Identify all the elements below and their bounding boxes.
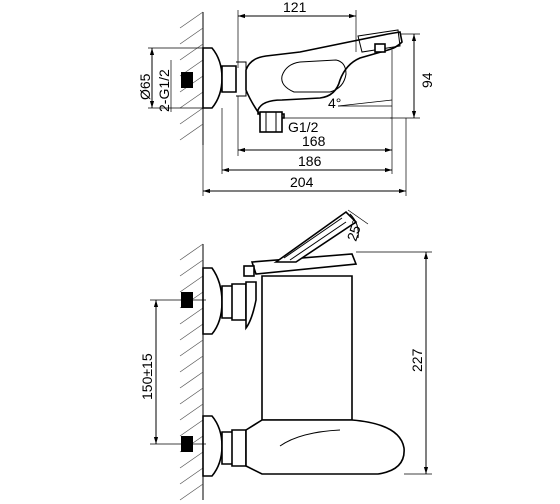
mixer-column (261, 275, 353, 421)
wall-flange-upper (202, 267, 223, 335)
top-view: 121 94 4° G1/2 Ø65 2-G1/2 168 186 (137, 0, 435, 196)
thread-outlet-label: G1/2 (288, 119, 319, 135)
dim-94: 94 (419, 72, 435, 88)
wall-flange-top (202, 47, 223, 109)
angle-25: 25° (344, 218, 366, 243)
wall-flange-lower (202, 415, 223, 477)
dim-204: 204 (290, 174, 314, 190)
outlet-nut-top (259, 111, 283, 133)
side-view: 25° 227 150±15 (139, 209, 432, 501)
faucet-body-top (245, 31, 403, 119)
dim-121: 121 (283, 0, 307, 15)
angle-4: 4° (328, 95, 341, 111)
dim-227: 227 (409, 348, 425, 372)
dim-diameter-65: Ø65 (137, 73, 153, 100)
dim-186: 186 (298, 153, 322, 169)
wall-hatch-side (179, 243, 204, 501)
dim-168: 168 (302, 133, 326, 149)
faucet-body-side (245, 281, 257, 331)
spout-side (245, 419, 405, 475)
eccentric-connector-top (221, 65, 237, 93)
thread-inlet-label: 2-G1/2 (156, 69, 172, 112)
dim-150-tolerance: 150±15 (139, 353, 155, 400)
inlet-connector-top (181, 72, 193, 88)
